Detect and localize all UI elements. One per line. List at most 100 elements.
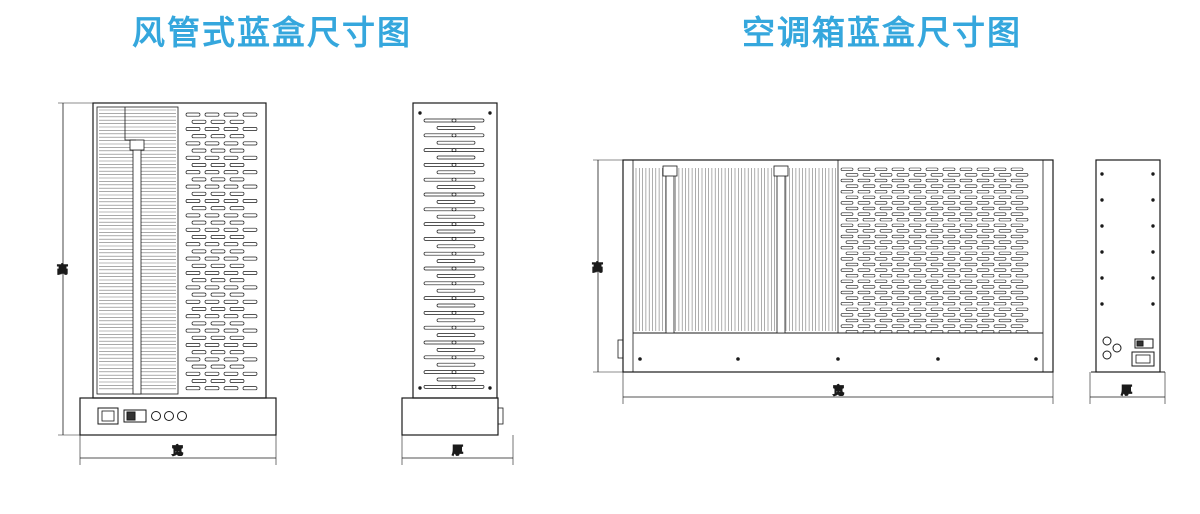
vent-slot <box>925 302 939 306</box>
vent-slot <box>242 357 258 362</box>
vent-slot <box>1010 257 1024 261</box>
vent-slot <box>423 237 457 241</box>
vent-slot <box>845 330 859 334</box>
vent-slot <box>908 268 922 272</box>
vent-slot <box>857 212 871 216</box>
vent-slot <box>423 177 457 182</box>
vent-slot <box>223 112 239 117</box>
vent-slot <box>998 274 1012 278</box>
vent-slot <box>891 279 905 283</box>
vent-slot <box>242 170 258 175</box>
screw-dot <box>1100 224 1104 228</box>
vent-slot <box>874 257 888 261</box>
vent-slot <box>223 213 239 218</box>
vent-slot <box>857 302 871 306</box>
vent-slot <box>436 200 476 204</box>
vent-slot <box>930 229 944 233</box>
vent-slot <box>879 296 893 300</box>
vent-slot <box>210 148 226 153</box>
vent-slot <box>451 251 485 256</box>
vent-slot <box>423 385 457 389</box>
vent-slot <box>862 251 876 255</box>
vent-slot <box>210 177 226 182</box>
vent-slot <box>998 251 1012 255</box>
vent-slot <box>857 201 871 205</box>
vent-slot <box>976 313 990 317</box>
vent-slot <box>874 223 888 227</box>
vent-slot <box>436 318 476 323</box>
vent-slot <box>976 234 990 239</box>
vent-slot <box>981 240 995 244</box>
vent-slot <box>981 173 995 177</box>
vent-slot <box>874 201 888 205</box>
vent-slot <box>204 155 220 160</box>
vent-slot <box>210 379 226 383</box>
vent-slot <box>908 190 922 194</box>
duct-side-vent-slots <box>423 118 485 389</box>
vent-slot <box>423 311 457 315</box>
vent-slot <box>930 240 944 244</box>
vent-slot <box>874 313 888 317</box>
vent-slot <box>223 386 239 391</box>
vent-slot <box>896 330 910 334</box>
vent-slot <box>942 223 956 227</box>
vent-slot <box>993 178 1007 183</box>
side-handle-icon <box>497 407 504 425</box>
vent-slot <box>204 213 220 218</box>
vent-slot <box>942 302 956 306</box>
vent-slot <box>913 296 927 300</box>
ahu-screw-dots <box>638 357 1038 361</box>
vent-slot <box>451 385 485 389</box>
vent-slot <box>993 257 1007 261</box>
vent-slot <box>436 288 476 293</box>
vent-slot <box>874 279 888 283</box>
vent-slot <box>223 127 239 131</box>
vent-slot <box>423 148 457 152</box>
vent-slot <box>913 307 927 311</box>
vent-slot <box>210 235 226 239</box>
vent-slot <box>947 240 961 244</box>
vent-slot <box>942 178 956 183</box>
vent-slot <box>879 240 893 244</box>
vent-slot <box>242 199 258 203</box>
vent-slot <box>925 167 939 171</box>
vent-slot <box>908 279 922 283</box>
vent-slot <box>913 262 927 267</box>
vent-slot <box>451 207 485 212</box>
vent-slot <box>862 262 876 267</box>
vent-slot <box>204 184 220 189</box>
vent-slot <box>840 167 854 171</box>
vent-slot <box>998 330 1012 334</box>
vent-slot <box>930 206 944 211</box>
vent-slot <box>925 324 939 328</box>
vent-slot <box>913 240 927 244</box>
vent-slot <box>436 244 476 249</box>
vent-slot <box>998 229 1012 233</box>
vent-slot <box>1010 268 1024 272</box>
vent-slot <box>845 285 859 289</box>
vent-slot <box>896 296 910 300</box>
vent-slot <box>959 201 973 205</box>
vent-slot <box>874 302 888 306</box>
vent-slot <box>964 240 978 244</box>
vent-slot <box>1010 246 1024 250</box>
vent-slot <box>862 184 876 188</box>
vent-slot <box>451 340 485 345</box>
screw-dot <box>1100 302 1104 306</box>
vent-slot <box>191 278 207 283</box>
vent-slot <box>925 290 939 295</box>
vent-slot <box>840 290 854 295</box>
screw-dot <box>736 357 740 361</box>
vent-slot <box>891 223 905 227</box>
vent-slot <box>204 285 220 290</box>
vent-slot <box>976 223 990 227</box>
vent-slot <box>1010 324 1024 328</box>
vent-slot <box>862 285 876 289</box>
vent-slot <box>981 285 995 289</box>
vent-slot <box>185 285 201 290</box>
vent-slot <box>976 190 990 194</box>
vent-slot <box>436 185 476 189</box>
vent-slot <box>947 330 961 334</box>
screw-dot <box>1034 357 1038 361</box>
vent-slot <box>993 290 1007 295</box>
